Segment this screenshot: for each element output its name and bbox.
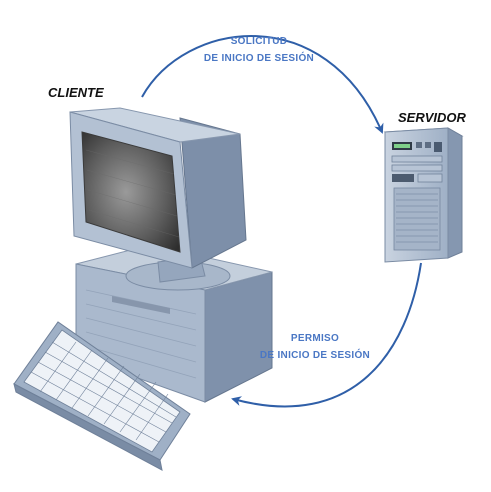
server-tower — [383, 127, 464, 263]
request-flow-line1: SOLICITUD — [230, 36, 288, 47]
request-flow-line2: DE INICIO DE SESIÓN — [203, 53, 315, 64]
request-flow-label: SOLICITUD DE INICIO DE SESIÓN — [194, 33, 324, 67]
server-label: SERVIDOR — [398, 110, 466, 125]
grant-flow-line1: PERMISO — [290, 333, 340, 344]
request-arrow — [141, 35, 384, 134]
client-computer — [13, 107, 273, 471]
client-label: CLIENTE — [48, 85, 104, 100]
grant-flow-label: PERMISO DE INICIO DE SESIÓN — [250, 330, 380, 364]
grant-flow-line2: DE INICIO DE SESIÓN — [259, 350, 371, 361]
grant-arrow — [231, 262, 422, 408]
